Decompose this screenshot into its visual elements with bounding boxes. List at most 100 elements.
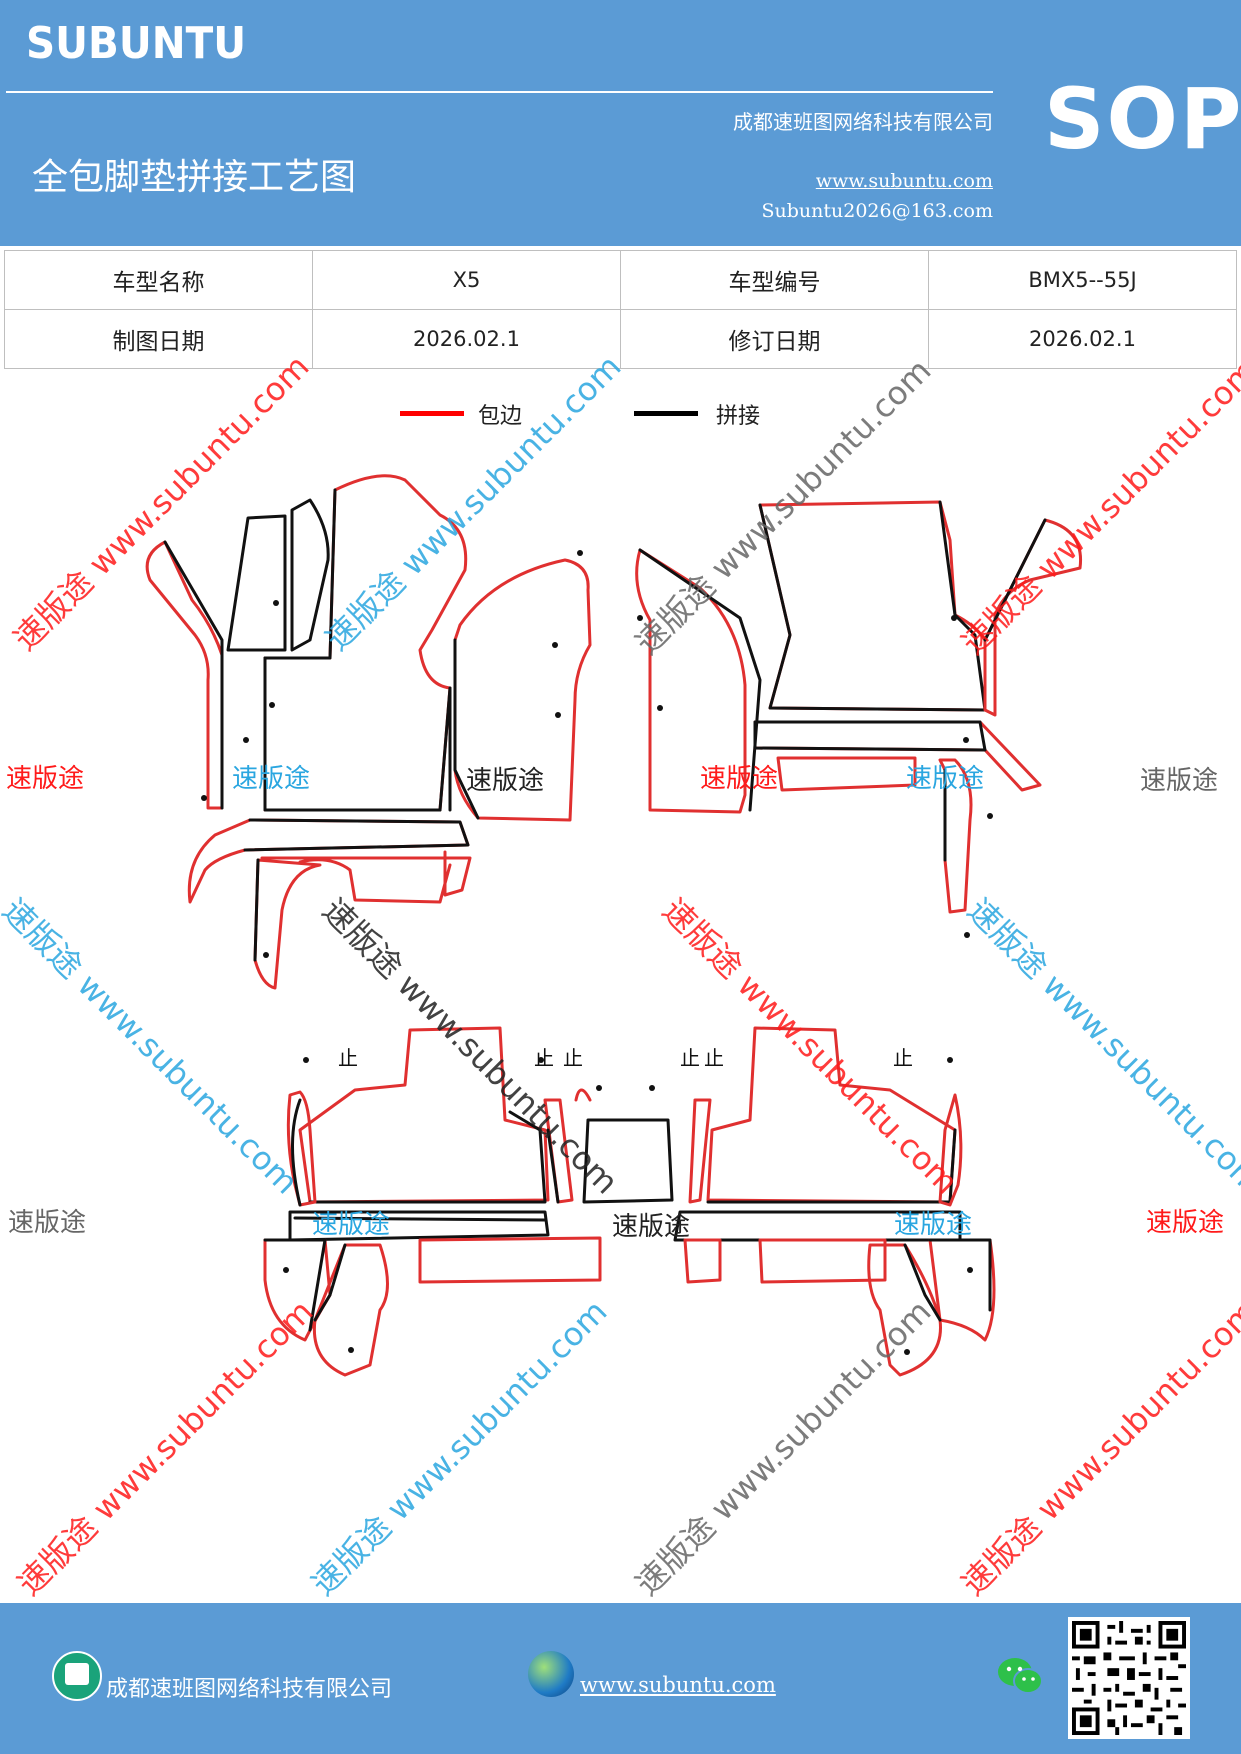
qr-code-icon[interactable] (1068, 1617, 1190, 1739)
table-cell: BMX5--55J (928, 250, 1237, 310)
mat-seam (263, 488, 337, 660)
mat-seam (308, 1110, 547, 1204)
wechat-icon (998, 1658, 1043, 1694)
mat-seam (753, 720, 987, 752)
mat-piece (312, 1243, 389, 1377)
fixing-dot (201, 795, 207, 801)
header-banner: SUBUNTU 全包脚垫拼接工艺图 成都速班图网络科技有限公司 www.subu… (0, 0, 1241, 246)
header-divider (6, 91, 993, 93)
mat-seam (758, 503, 987, 712)
watermark-brand: 速版途 (1140, 766, 1219, 796)
watermark-brand: 速版途 (612, 1212, 691, 1242)
website-link[interactable]: www.subuntu.com (815, 170, 993, 192)
watermark-brand: 速版途 (1146, 1208, 1225, 1238)
fixing-dot (904, 1349, 910, 1355)
fixing-dot (552, 642, 558, 648)
mat-seam (938, 500, 987, 712)
mat-seam (291, 1098, 302, 1207)
fixing-dot (967, 1267, 973, 1273)
fixing-dot (951, 615, 957, 621)
mat-piece (938, 758, 973, 914)
fixing-dot (269, 702, 275, 708)
watermark-brand: 速版途 (906, 764, 985, 794)
table-row: 车型名称 X5 车型编号 BMX5--55J (4, 250, 1237, 310)
watermark-brand: 速版途 (232, 764, 311, 794)
front-right-mat-set (635, 500, 1083, 938)
watermark-brand: 速版途 (894, 1210, 973, 1240)
mat-piece (288, 1210, 550, 1242)
fixing-dot (263, 952, 269, 958)
watermark-brand: 速版途 (6, 764, 85, 794)
watermark-brand: 速版途 (700, 764, 779, 794)
watermark-brand: 速版途 (466, 766, 545, 796)
legend-seam-label: 拼接 (716, 404, 761, 429)
mat-piece (938, 1093, 963, 1207)
table-cell: 制图日期 (4, 309, 313, 369)
stop-mark: 止 (893, 1046, 913, 1070)
mat-piece (688, 1098, 712, 1204)
stop-mark: 止 (338, 1046, 358, 1070)
mat-piece (260, 850, 472, 897)
watermark-brand: 速版途 (312, 1210, 391, 1240)
mat-seam (293, 1216, 547, 1222)
mat-piece (418, 1236, 602, 1284)
mat-piece (253, 858, 322, 990)
mat-piece (574, 1088, 592, 1102)
mat-piece (867, 1243, 942, 1377)
fixing-dot (538, 1057, 544, 1063)
mat-seam (438, 686, 452, 812)
mat-piece (453, 558, 592, 822)
fixing-dot (963, 737, 969, 743)
front-left-mat-set (145, 474, 592, 990)
stop-mark: 止 (563, 1046, 583, 1070)
mat-piece (226, 514, 287, 652)
mat-piece (582, 1118, 674, 1204)
mat-seam (263, 1238, 327, 1332)
legend-seam-swatch (634, 411, 698, 416)
fixing-dot (243, 737, 249, 743)
table-cell: X5 (312, 250, 621, 310)
mat-piece (635, 548, 747, 814)
mat-piece (753, 720, 1042, 792)
table-cell: 2026.02.1 (312, 309, 621, 369)
watermark-brand: 速版途 (8, 1208, 87, 1238)
rear-mat-set (263, 1026, 996, 1377)
mat-seam (983, 518, 1047, 642)
table-cell: 修订日期 (620, 309, 929, 369)
table-cell: 2026.02.1 (928, 309, 1237, 369)
mat-piece (758, 500, 987, 712)
mat-piece (758, 1238, 887, 1284)
mat-piece (683, 1238, 722, 1284)
mat-seam (546, 1128, 560, 1204)
legend: 包边 拼接 (400, 395, 820, 435)
legend-edge-swatch (400, 411, 464, 416)
fixing-dot (964, 932, 970, 938)
fixing-dot (987, 813, 993, 819)
home-icon (52, 1651, 102, 1701)
fixing-dot (657, 705, 663, 711)
table-cell: 车型编号 (620, 250, 929, 310)
legend-edge-label: 包边 (478, 404, 523, 429)
mat-seam (313, 1243, 347, 1322)
fixing-dot (283, 1267, 289, 1273)
mat-piece (298, 1026, 550, 1204)
mat-seam (263, 656, 442, 812)
fixing-dot (947, 1057, 953, 1063)
footer-website-link[interactable]: www.subuntu.com (580, 1673, 776, 1697)
brand-logo: SUBUNTU (26, 18, 247, 69)
fixing-dot (555, 712, 561, 718)
mat-piece (290, 498, 330, 652)
stop-mark: 止 (704, 1046, 724, 1070)
mat-piece (983, 518, 1083, 717)
mat-seam (928, 1238, 992, 1312)
mat-piece (776, 756, 917, 792)
mat-seam (253, 858, 260, 962)
stop-mark: 止 (680, 1046, 700, 1070)
mat-piece (263, 474, 468, 812)
stop-mark: 止 (534, 1046, 554, 1070)
mat-piece (298, 858, 452, 904)
email-address: Subuntu2026@163.com (761, 200, 993, 222)
mat-piece (187, 818, 470, 904)
fixing-dot (649, 1085, 655, 1091)
footer-company: 成都速班图网络科技有限公司 (106, 1677, 393, 1702)
